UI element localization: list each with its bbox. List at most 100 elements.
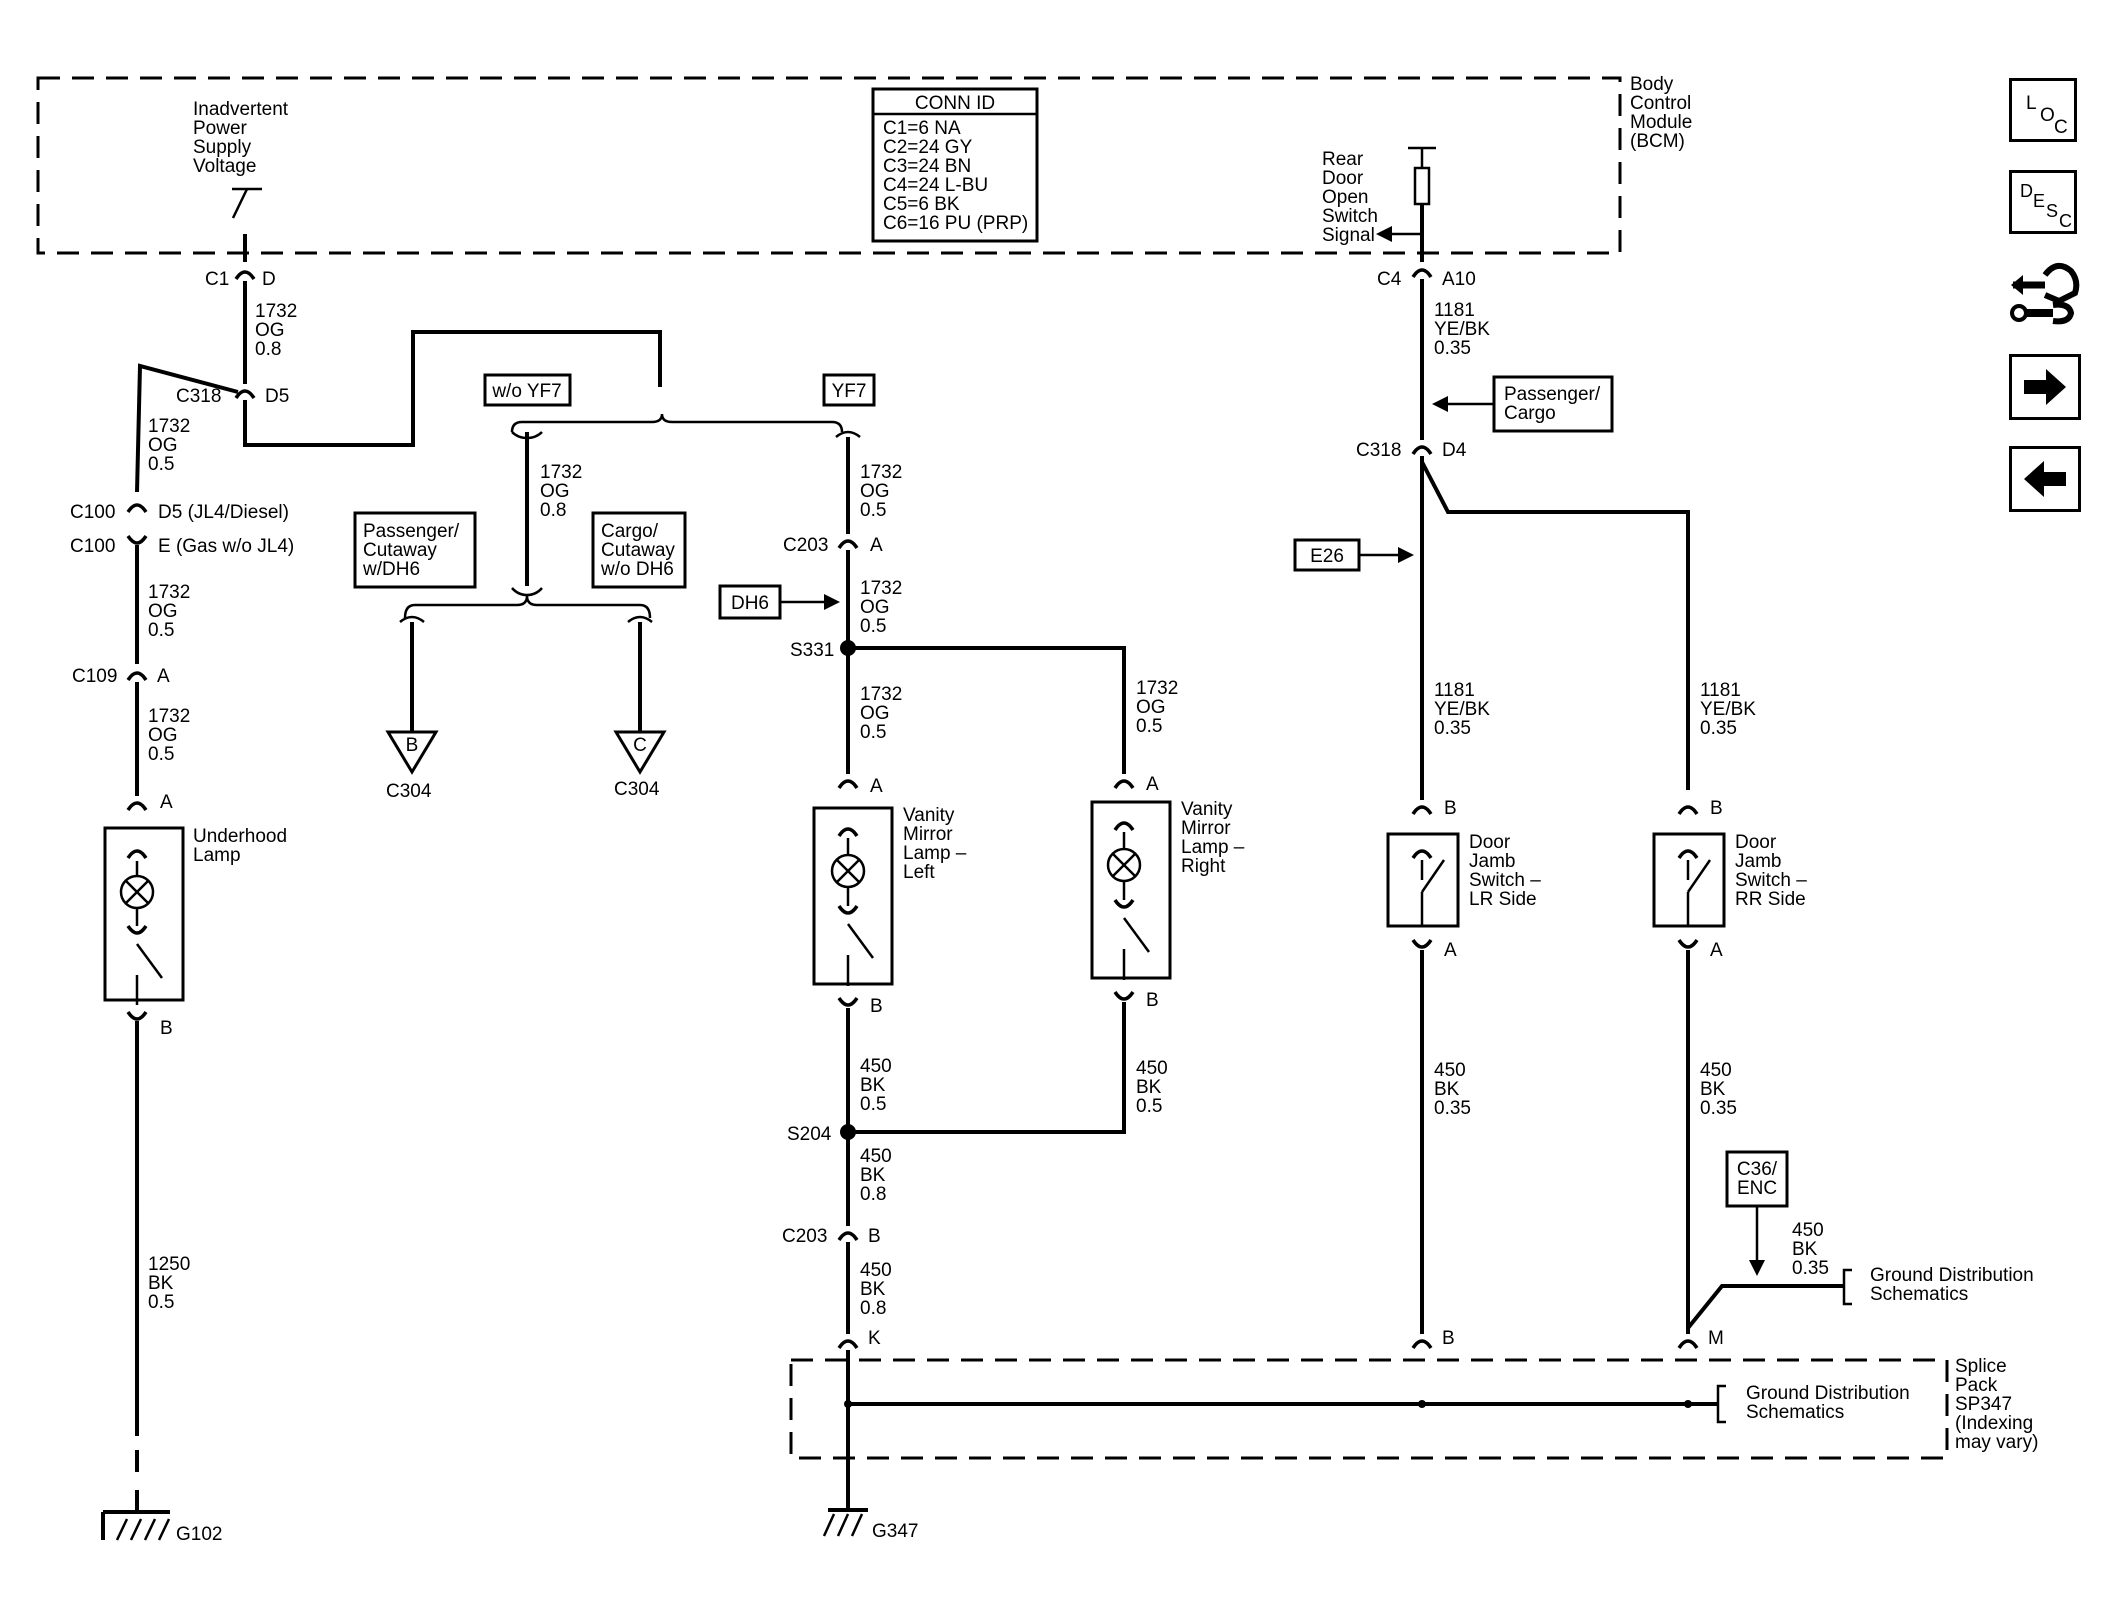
vanity-left-label: Vanity Mirror Lamp – Left [903, 805, 967, 883]
svg-text:0.5: 0.5 [148, 454, 174, 475]
svg-text:K: K [868, 1328, 881, 1349]
svg-text:E26: E26 [1310, 546, 1344, 567]
svg-text:Body: Body [1630, 74, 1674, 95]
desc-button[interactable]: D E S C [2009, 170, 2077, 234]
svg-text:A10: A10 [1442, 269, 1476, 290]
svg-text:C4=24 L-BU: C4=24 L-BU [883, 175, 988, 196]
svg-text:Control: Control [1630, 93, 1691, 114]
svg-text:w/o DH6: w/o DH6 [600, 559, 674, 580]
svg-text:S204: S204 [787, 1124, 832, 1145]
svg-text:B: B [1444, 798, 1457, 819]
svg-text:Splice: Splice [1955, 1356, 2007, 1377]
svg-text:BK: BK [860, 1075, 886, 1096]
svg-text:Door: Door [1322, 168, 1364, 189]
svg-text:C304: C304 [614, 779, 660, 800]
svg-text:0.5: 0.5 [148, 1292, 174, 1313]
svg-text:0.5: 0.5 [1136, 716, 1162, 737]
next-button[interactable] [2009, 354, 2081, 420]
bcm-module-boundary [36, 76, 1622, 255]
svg-text:1732: 1732 [860, 462, 902, 483]
svg-text:Switch –: Switch – [1469, 870, 1541, 891]
service-info-button[interactable] [2009, 255, 2081, 337]
wrench-hand-icon [2010, 262, 2080, 325]
svg-text:1732: 1732 [860, 578, 902, 599]
bcm-title: Body Control Module (BCM) [1630, 74, 1692, 152]
svg-text:1732: 1732 [1136, 678, 1178, 699]
svg-text:1181: 1181 [1700, 680, 1741, 701]
svg-text:D5: D5 [265, 386, 289, 407]
svg-text:A: A [1444, 940, 1457, 961]
connector-c318-d4 [1411, 445, 1433, 456]
svg-text:S331: S331 [790, 640, 834, 661]
svg-text:OG: OG [540, 481, 570, 502]
svg-text:BK: BK [1136, 1077, 1162, 1098]
underhood-lamp-label: Underhood Lamp [193, 826, 287, 866]
svg-text:YE/BK: YE/BK [1434, 319, 1490, 340]
svg-text:1732: 1732 [860, 684, 902, 705]
svg-text:C: C [2059, 211, 2072, 231]
svg-text:OG: OG [148, 725, 178, 746]
svg-text:0.5: 0.5 [860, 722, 886, 743]
svg-text:E (Gas w/o JL4): E (Gas w/o JL4) [158, 536, 294, 557]
svg-text:BK: BK [860, 1279, 886, 1300]
connector-c203-b [837, 1231, 859, 1242]
svg-text:Voltage: Voltage [193, 156, 256, 177]
svg-text:0.5: 0.5 [860, 616, 886, 637]
svg-text:1732: 1732 [540, 462, 582, 483]
svg-text:S: S [2046, 201, 2058, 221]
svg-text:Right: Right [1181, 856, 1226, 877]
svg-text:BK: BK [148, 1273, 174, 1294]
svg-text:0.8: 0.8 [255, 339, 281, 360]
svg-text:Vanity: Vanity [903, 805, 955, 826]
svg-text:0.5: 0.5 [860, 1094, 886, 1115]
loc-button[interactable]: L O C [2009, 78, 2077, 142]
svg-text:C6=16 PU (PRP): C6=16 PU (PRP) [883, 213, 1028, 234]
svg-text:0.35: 0.35 [1434, 1098, 1471, 1119]
svg-text:1181: 1181 [1434, 680, 1475, 701]
option-e26 [1293, 538, 1361, 572]
svg-text:A: A [160, 792, 173, 813]
arrow-right-icon [2024, 369, 2066, 405]
svg-text:C1=6 NA: C1=6 NA [883, 118, 961, 139]
svg-text:YF7: YF7 [832, 381, 867, 402]
svg-text:450: 450 [860, 1146, 892, 1167]
svg-text:OG: OG [255, 320, 285, 341]
svg-text:Passenger/: Passenger/ [363, 521, 460, 542]
svg-text:C2=24 GY: C2=24 GY [883, 137, 973, 158]
svg-text:(Indexing: (Indexing [1955, 1413, 2033, 1434]
svg-text:C203: C203 [782, 1226, 827, 1247]
svg-text:RR Side: RR Side [1735, 889, 1806, 910]
svg-text:1732: 1732 [148, 416, 190, 437]
svg-text:C4: C4 [1377, 269, 1402, 290]
svg-text:450: 450 [1136, 1058, 1168, 1079]
svg-text:B: B [406, 735, 419, 756]
svg-text:D: D [2020, 181, 2033, 201]
svg-text:L: L [2026, 93, 2037, 114]
svg-text:0.5: 0.5 [148, 620, 174, 641]
svg-text:C: C [633, 735, 647, 756]
svg-text:DH6: DH6 [731, 593, 769, 614]
ground-distribution-link-2[interactable]: Ground Distribution Schematics [1746, 1383, 1910, 1423]
svg-text:B: B [870, 996, 883, 1017]
svg-text:Jamb: Jamb [1469, 851, 1515, 872]
vanity-mirror-lamp-left [812, 806, 894, 986]
conn-id-title: CONN ID [915, 93, 995, 114]
connector-c100-b [126, 534, 148, 545]
option-c36-enc [1725, 1150, 1789, 1208]
svg-text:LR Side: LR Side [1469, 889, 1537, 910]
ground-g102-symbol [101, 1510, 171, 1541]
prev-button[interactable] [2009, 446, 2081, 512]
svg-text:may vary): may vary) [1955, 1432, 2038, 1453]
door-rr-label: Door Jamb Switch – RR Side [1735, 832, 1807, 910]
svg-text:A: A [870, 776, 883, 797]
svg-text:C318: C318 [176, 386, 221, 407]
option-passenger-cutaway [353, 511, 477, 589]
svg-text:Cargo: Cargo [1504, 403, 1556, 424]
svg-text:Cargo/: Cargo/ [601, 521, 659, 542]
ground-distribution-link-1[interactable]: Ground Distribution Schematics [1870, 1265, 2034, 1305]
svg-text:Lamp –: Lamp – [903, 843, 967, 864]
svg-text:450: 450 [860, 1260, 892, 1281]
svg-text:Cutaway: Cutaway [363, 540, 437, 561]
connector-c318 [234, 389, 256, 400]
